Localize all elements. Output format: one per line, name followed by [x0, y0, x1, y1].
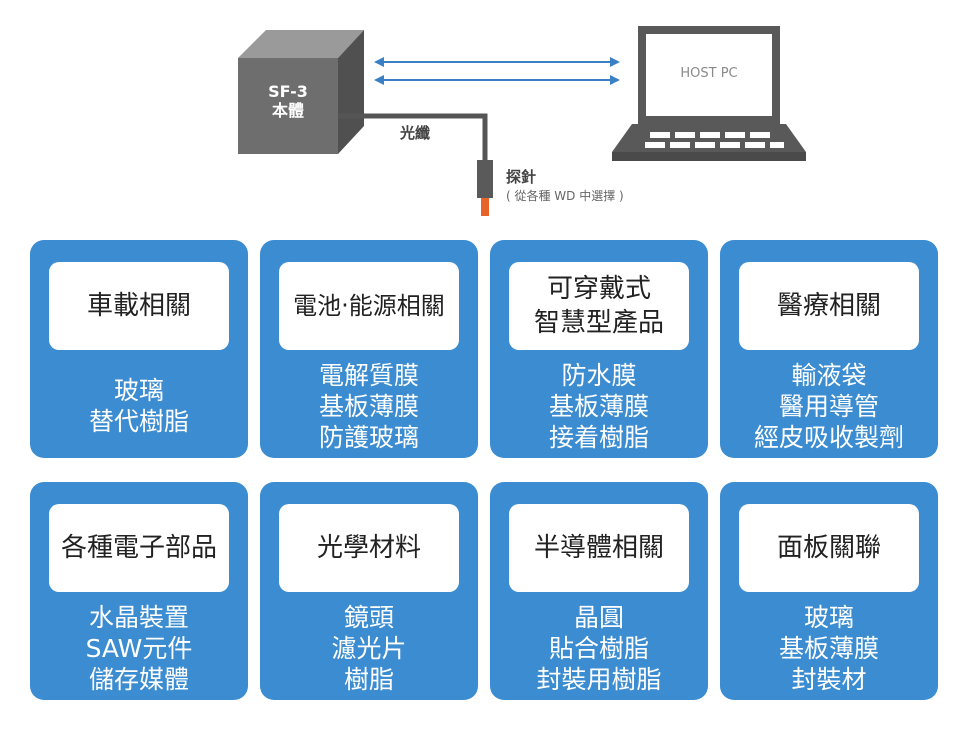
card-title-line: 智慧型產品 — [533, 308, 664, 338]
card-item: 接着樹脂 — [548, 422, 649, 452]
card-item: 鏡頭 — [343, 602, 394, 632]
probe-body — [477, 160, 493, 198]
card-item: 防水膜 — [561, 360, 637, 390]
card-item: 玻璃 — [803, 602, 854, 632]
card-title: 可穿戴式 智慧型產品 — [534, 272, 664, 340]
arrow-head-bottom-left — [374, 75, 384, 85]
card-panel: 面板關聯 玻璃 基板薄膜 封裝材 — [720, 482, 938, 700]
card-item: 輸液袋 — [791, 360, 867, 390]
card-item: 醫用導管 — [778, 391, 879, 421]
card-item: 防護玻璃 — [318, 422, 419, 452]
card-title-box: 面板關聯 — [739, 504, 919, 592]
card-title-line: 半導體相關 — [533, 533, 664, 563]
laptop-keyboard — [645, 132, 784, 148]
device-label-line2: 本體 — [271, 101, 304, 120]
arrow-head-top-right — [610, 57, 620, 67]
card-battery-energy: 電池‧能源相關 電解質膜 基板薄膜 防護玻璃 — [260, 240, 478, 458]
card-title-line: 電池‧能源相關 — [293, 292, 445, 320]
card-title-box: 電池‧能源相關 — [279, 262, 459, 350]
card-item: 晶圓 — [573, 602, 624, 632]
card-items: 晶圓 貼合樹脂 封裝用樹脂 — [490, 602, 708, 694]
card-item: 樹脂 — [343, 664, 394, 694]
card-item: 封裝用樹脂 — [536, 664, 662, 694]
probe-label: 探針 — [506, 168, 537, 186]
system-diagram — [238, 26, 806, 216]
card-items: 玻璃 基板薄膜 封裝材 — [720, 602, 938, 694]
card-title: 車載相關 — [87, 289, 191, 323]
card-title: 面板關聯 — [777, 531, 881, 565]
card-title-line: 各種電子部品 — [60, 533, 217, 563]
card-title: 半導體相關 — [534, 531, 664, 565]
card-item: SAW元件 — [85, 633, 193, 663]
card-items: 玻璃 替代樹脂 — [30, 360, 248, 452]
card-item: 儲存媒體 — [88, 664, 189, 694]
card-item: 基板薄膜 — [778, 633, 879, 663]
card-item: 經皮吸收製劑 — [753, 422, 904, 452]
card-electronic-parts: 各種電子部品 水晶裝置 SAW元件 儲存媒體 — [30, 482, 248, 700]
card-车载: 車載相關 玻璃 替代樹脂 — [30, 240, 248, 458]
card-title-box: 可穿戴式 智慧型產品 — [509, 262, 689, 350]
card-title-box: 半導體相關 — [509, 504, 689, 592]
probe-note: ( 從各種 WD 中選擇 ) — [506, 189, 624, 203]
probe-tip — [481, 198, 489, 216]
card-title-box: 光學材料 — [279, 504, 459, 592]
fiber-label: 光纖 — [400, 124, 431, 142]
card-item: 水晶裝置 — [88, 602, 189, 632]
card-title-box: 各種電子部品 — [49, 504, 229, 592]
cube-top-face — [238, 30, 364, 58]
card-item: 基板薄膜 — [318, 391, 419, 421]
card-title: 各種電子部品 — [61, 531, 217, 565]
card-title-line: 可穿戴式 — [546, 274, 651, 304]
card-items: 電解質膜 基板薄膜 防護玻璃 — [260, 360, 478, 452]
card-items: 輸液袋 醫用導管 經皮吸收製劑 — [720, 360, 938, 452]
laptop-bottom-edge — [612, 152, 806, 161]
laptop-screen — [646, 34, 772, 116]
card-items: 防水膜 基板薄膜 接着樹脂 — [490, 360, 708, 452]
card-wearable: 可穿戴式 智慧型產品 防水膜 基板薄膜 接着樹脂 — [490, 240, 708, 458]
card-item: 替代樹脂 — [88, 407, 189, 436]
sf3-device-cube — [238, 30, 364, 154]
device-label: SF-3 本體 — [238, 82, 338, 120]
card-item: 基板薄膜 — [548, 391, 649, 421]
laptop-icon — [612, 26, 806, 161]
device-label-line1: SF-3 — [268, 82, 308, 101]
card-title: 電池‧能源相關 — [293, 289, 445, 323]
communication-arrows — [374, 57, 620, 85]
cube-side-face — [338, 30, 364, 154]
card-item: 玻璃 — [113, 376, 164, 405]
card-title-box: 車載相關 — [49, 262, 229, 350]
card-item: 貼合樹脂 — [548, 633, 649, 663]
card-optical-materials: 光學材料 鏡頭 濾光片 樹脂 — [260, 482, 478, 700]
card-medical: 醫療相關 輸液袋 醫用導管 經皮吸收製劑 — [720, 240, 938, 458]
fiber-cable — [338, 113, 488, 160]
card-title-line: 面板關聯 — [776, 533, 881, 563]
host-pc-label: HOST PC — [680, 66, 738, 81]
card-title-line: 醫療相關 — [776, 291, 881, 321]
arrow-head-bottom-right — [610, 75, 620, 85]
arrow-head-top-left — [374, 57, 384, 67]
cube-front-face — [238, 58, 338, 154]
card-items: 水晶裝置 SAW元件 儲存媒體 — [30, 602, 248, 694]
card-title-line: 車載相關 — [86, 291, 191, 321]
card-semiconductor: 半導體相關 晶圓 貼合樹脂 封裝用樹脂 — [490, 482, 708, 700]
card-title-box: 醫療相關 — [739, 262, 919, 350]
card-item: 濾光片 — [331, 633, 407, 663]
card-title-line: 光學材料 — [316, 533, 421, 563]
card-title: 光學材料 — [317, 531, 421, 565]
card-title: 醫療相關 — [777, 289, 881, 323]
probe — [477, 160, 493, 216]
card-item: 封裝材 — [791, 664, 867, 694]
card-item: 電解質膜 — [318, 360, 419, 390]
card-items: 鏡頭 濾光片 樹脂 — [260, 602, 478, 694]
